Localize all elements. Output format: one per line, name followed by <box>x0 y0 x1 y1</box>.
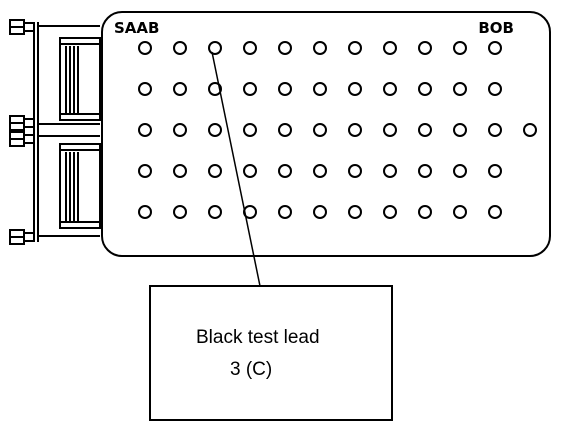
pin-r1-11 <box>488 41 502 55</box>
pin-r1-2 <box>173 41 187 55</box>
pin-r1-10 <box>453 41 467 55</box>
pin-r2-5 <box>278 82 292 96</box>
pin-r1-4 <box>243 41 257 55</box>
pin-r3-1 <box>138 123 152 137</box>
pin-r1-3 <box>208 41 222 55</box>
pin-grid <box>138 41 537 219</box>
pin-r3-12 <box>523 123 537 137</box>
pin-r4-9 <box>418 164 432 178</box>
pin-r3-2 <box>173 123 187 137</box>
pin-r2-7 <box>348 82 362 96</box>
pin-r4-11 <box>488 164 502 178</box>
pin-r3-4 <box>243 123 257 137</box>
pin-r1-1 <box>138 41 152 55</box>
pin-r2-4 <box>243 82 257 96</box>
pin-r5-3 <box>208 205 222 219</box>
pin-r2-11 <box>488 82 502 96</box>
pin-r4-8 <box>383 164 397 178</box>
pin-r4-1 <box>138 164 152 178</box>
pin-r4-4 <box>243 164 257 178</box>
pin-r1-9 <box>418 41 432 55</box>
pin-r5-5 <box>278 205 292 219</box>
pin-r2-8 <box>383 82 397 96</box>
pin-r3-7 <box>348 123 362 137</box>
pin-r1-7 <box>348 41 362 55</box>
pin-r3-10 <box>453 123 467 137</box>
plug-middle-lower <box>9 131 34 147</box>
callout-text-line-2: 3 (C) <box>230 359 272 380</box>
plug-top <box>9 19 34 35</box>
pin-r4-6 <box>313 164 327 178</box>
pin-r5-1 <box>138 205 152 219</box>
plug-bottom <box>9 229 34 245</box>
pin-r5-11 <box>488 205 502 219</box>
pin-r3-8 <box>383 123 397 137</box>
pin-r4-10 <box>453 164 467 178</box>
lower-ribbon-block <box>59 143 101 229</box>
callout-text-line-1: Black test lead <box>196 327 320 348</box>
pin-r1-6 <box>313 41 327 55</box>
pin-r5-4 <box>243 205 257 219</box>
upper-ribbon-block <box>59 37 101 121</box>
pin-r5-10 <box>453 205 467 219</box>
pin-r1-5 <box>278 41 292 55</box>
connector-harness <box>9 19 101 245</box>
pin-r5-7 <box>348 205 362 219</box>
pin-r4-2 <box>173 164 187 178</box>
callout-box <box>149 285 393 421</box>
pin-r2-1 <box>138 82 152 96</box>
pin-r3-5 <box>278 123 292 137</box>
pin-r4-7 <box>348 164 362 178</box>
plug-middle-upper <box>9 115 34 131</box>
pin-r4-3 <box>208 164 222 178</box>
pin-r5-9 <box>418 205 432 219</box>
pin-r2-6 <box>313 82 327 96</box>
pin-r3-3 <box>208 123 222 137</box>
board-name-label: BOB <box>478 19 514 37</box>
pin-r3-9 <box>418 123 432 137</box>
pin-r3-11 <box>488 123 502 137</box>
pin-r5-6 <box>313 205 327 219</box>
pin-r2-9 <box>418 82 432 96</box>
pin-r5-8 <box>383 205 397 219</box>
pin-r4-5 <box>278 164 292 178</box>
pin-r2-2 <box>173 82 187 96</box>
pin-r1-8 <box>383 41 397 55</box>
pin-r5-2 <box>173 205 187 219</box>
pin-r2-3 <box>208 82 222 96</box>
pin-r2-10 <box>453 82 467 96</box>
board-brand-label: SAAB <box>114 19 159 37</box>
breakout-board <box>101 11 551 257</box>
pin-r3-6 <box>313 123 327 137</box>
callout-leader-line <box>211 51 261 287</box>
